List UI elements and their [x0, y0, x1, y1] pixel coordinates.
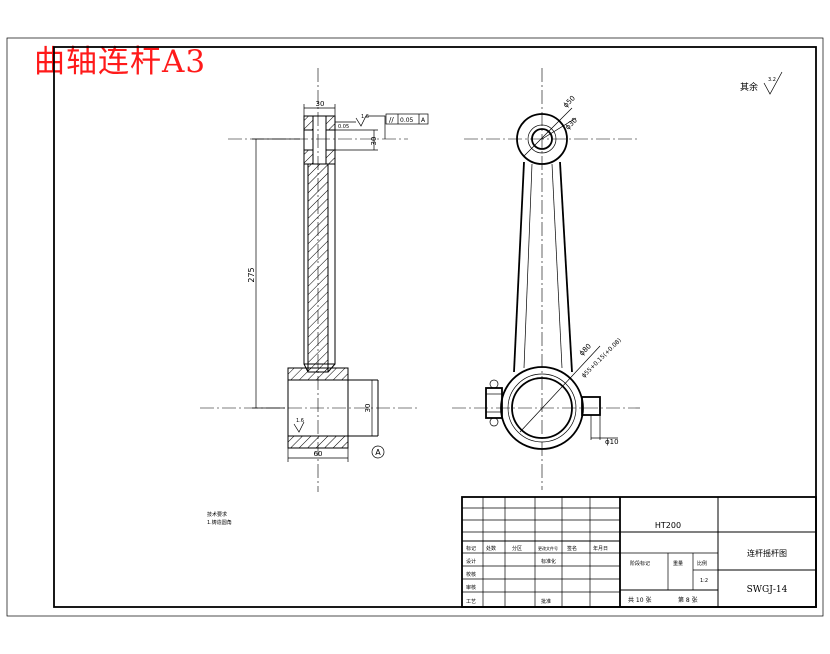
- tb-scale-label: 比例: [697, 560, 707, 567]
- tb-material: HT200: [655, 521, 681, 530]
- datum-label: A: [375, 448, 381, 457]
- datum-circle: [371, 445, 385, 459]
- roughness-note-value: 3.2: [768, 77, 776, 83]
- title-block: 标记 处数 分区 更改文件号 签名 年月日 设计 标准化 校核 审核 工艺 批准…: [461, 496, 817, 608]
- tb-row-mark: 标记: [466, 545, 476, 552]
- outer-frame: [6, 37, 824, 617]
- roughness-mid: 1.6: [296, 418, 304, 424]
- tb-row-change: 更改文件号: [538, 545, 558, 551]
- tb-row-standard: 标准化: [541, 558, 556, 565]
- front-view: 30 30 1.6 0.05 // 0.05 A 275 30: [200, 68, 429, 492]
- tb-row-zone: 分区: [512, 545, 522, 552]
- tb-weight-label: 重量: [673, 560, 683, 567]
- tb-row-approve: 批准: [541, 598, 551, 605]
- drawing-title: 曲轴连杆A3: [34, 44, 207, 80]
- tolerance-datum: A: [421, 117, 426, 124]
- dim-top-width: 30: [316, 100, 325, 108]
- tb-stage-label: 阶段标记: [630, 560, 650, 567]
- tb-sheets: 共 10 张: [628, 596, 651, 604]
- tb-scale-value: 1:2: [700, 578, 708, 584]
- tech-requirements-heading: 技术要求: [207, 511, 227, 518]
- general-roughness-note: 其余 3.2: [740, 71, 783, 95]
- tb-row-date: 年月日: [593, 545, 608, 552]
- tb-row-sign: 签名: [567, 545, 577, 552]
- tb-row-count: 处数: [486, 545, 496, 552]
- dim-bottom-width: 60: [314, 450, 323, 458]
- tb-row-process: 工艺: [466, 599, 476, 605]
- tech-requirements-line1: 1.铸造圆角: [207, 519, 232, 526]
- chamfer-value: 0.05: [338, 124, 349, 130]
- geometric-tolerance-frame: // 0.05 A: [385, 113, 429, 125]
- dim-small-outer: ϕ50: [562, 94, 577, 109]
- tb-row-review: 审核: [466, 584, 476, 591]
- side-view: ϕ50 ϕ30 ϕ80 ϕ55+0.15(+0.08) ϕ10: [452, 68, 640, 490]
- dim-big-outer: ϕ80: [578, 342, 593, 357]
- dim-small-bore: 30: [370, 137, 378, 146]
- roughness-note-label: 其余: [740, 81, 758, 93]
- dim-small-inner: ϕ30: [564, 116, 579, 131]
- tb-part-name: 连杆摇杆图: [747, 548, 787, 558]
- dim-center-distance: 275: [247, 267, 256, 282]
- dim-pin: ϕ10: [605, 438, 619, 446]
- tb-sheet: 第 8 张: [678, 596, 698, 604]
- tb-drawing-no: SWGJ-14: [747, 585, 788, 595]
- inner-frame: [53, 46, 817, 608]
- tolerance-symbol: //: [389, 116, 394, 124]
- tb-row-check: 校核: [466, 571, 476, 578]
- dim-big-bore: 30: [364, 404, 372, 413]
- tb-row-design: 设计: [466, 558, 476, 565]
- roughness-top: 1.6: [361, 114, 369, 120]
- tolerance-value: 0.05: [400, 117, 414, 124]
